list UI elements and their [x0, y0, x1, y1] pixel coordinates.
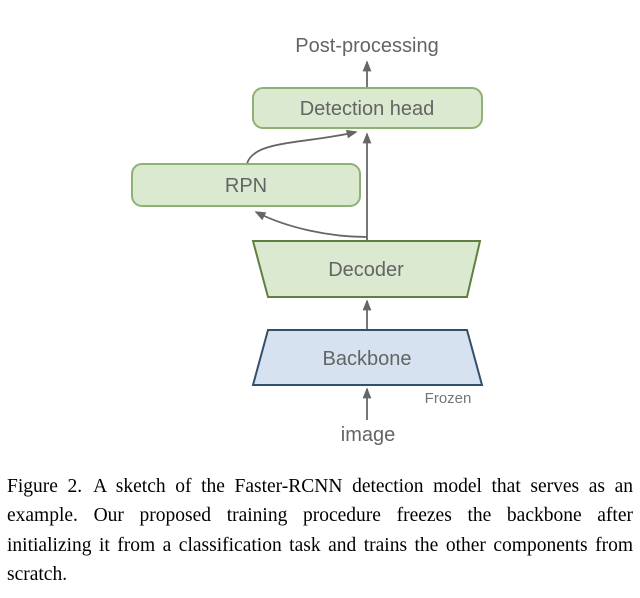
figure-caption: Figure 2.A sketch of the Faster-RCNN det… — [7, 472, 633, 590]
post-processing-label: Post-processing — [295, 35, 438, 57]
rpn-box — [131, 163, 361, 207]
faster-rcnn-diagram: Detection head RPN Decoder Backbone Post… — [131, 35, 484, 446]
rpn-label: RPN — [225, 175, 267, 197]
decoder-trapezoid — [251, 240, 482, 298]
arrow-decoder-to-rpn — [254, 211, 368, 238]
connector-group — [246, 60, 372, 420]
backbone-label: Backbone — [323, 348, 412, 370]
arrow-rpn-to-head — [246, 129, 358, 165]
detection-head-box — [252, 87, 483, 129]
image-label: image — [341, 424, 395, 446]
figure-caption-number: Figure 2. — [7, 476, 83, 497]
figure-caption-text: A sketch of the Faster-RCNN detection mo… — [7, 476, 633, 586]
decoder-label: Decoder — [328, 259, 404, 281]
frozen-label: Frozen — [425, 390, 472, 407]
detection-head-label: Detection head — [300, 98, 435, 120]
backbone-trapezoid — [251, 329, 484, 386]
